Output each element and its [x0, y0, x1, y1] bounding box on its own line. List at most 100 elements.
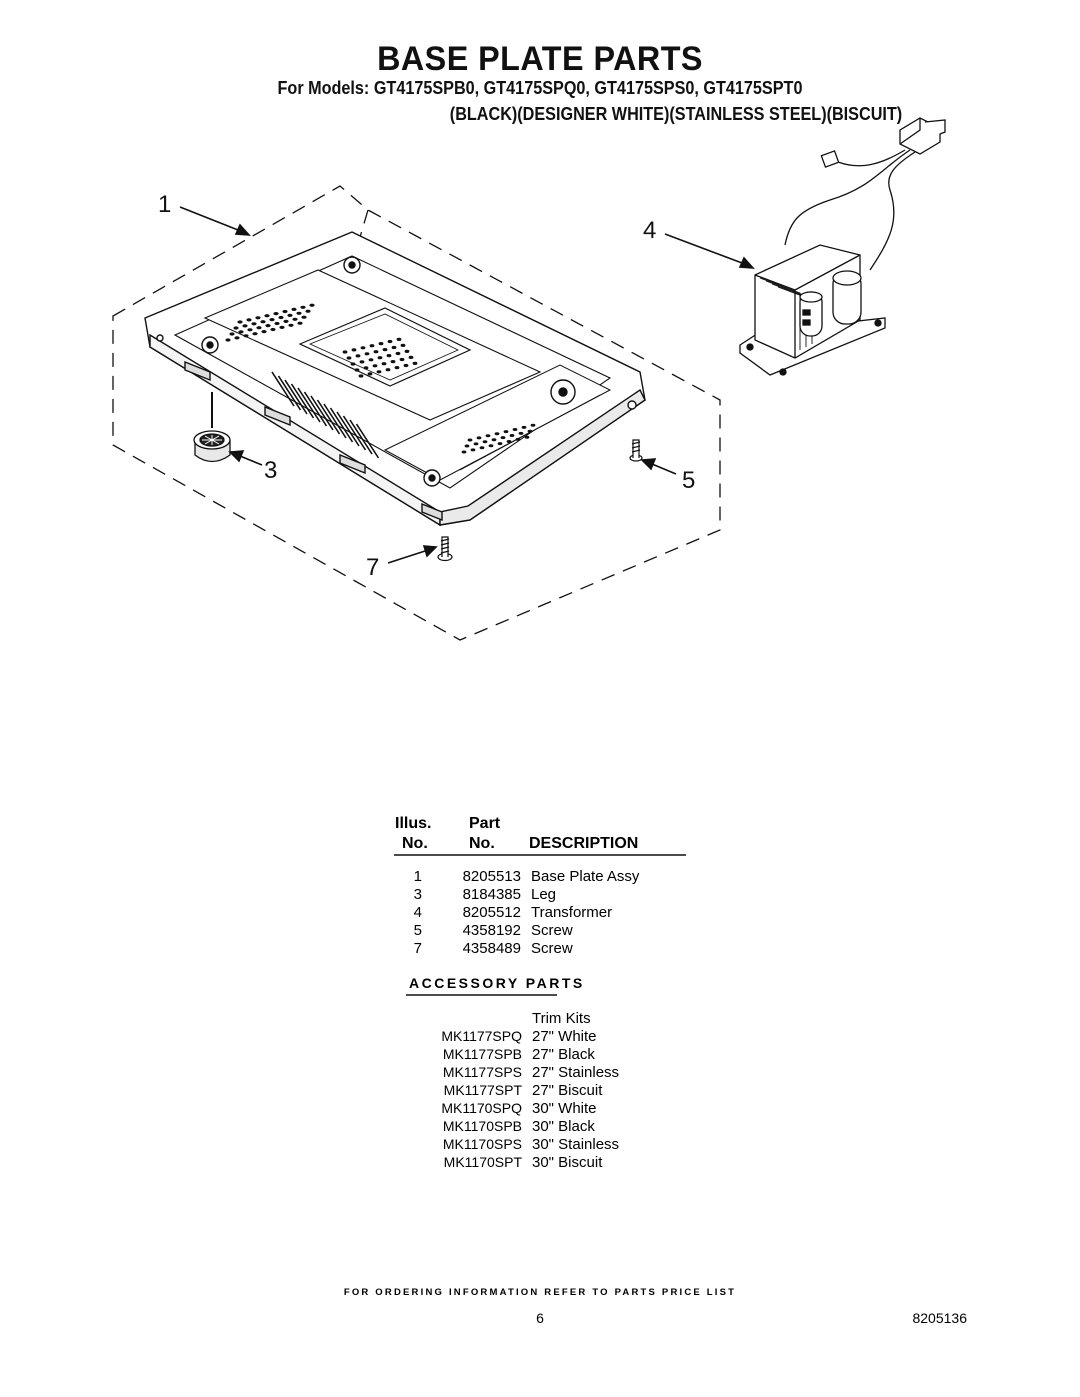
callout-5: 5	[682, 467, 695, 494]
perforation-dot	[288, 323, 294, 327]
vent-slot	[310, 395, 334, 431]
perforation-dot	[491, 438, 497, 442]
perforation-dot	[269, 318, 275, 322]
perforation-dot	[225, 338, 231, 342]
leg-illustration	[193, 392, 231, 463]
perforation-dot	[346, 356, 352, 360]
row-description: Screw	[531, 940, 573, 957]
perforation-dot	[342, 350, 348, 354]
vent-slot	[316, 399, 341, 435]
perforation-dot	[309, 303, 315, 307]
table-row: 3 8184385 Leg	[414, 886, 556, 903]
perforation-dot	[265, 324, 271, 328]
table-row: 4 8205512 Transformer	[414, 904, 612, 921]
callout-1: 1	[158, 191, 171, 218]
vent-slot	[297, 387, 321, 423]
perforation-dot	[367, 372, 373, 376]
list-item: MK1177SPT 27" Biscuit	[444, 1082, 604, 1099]
list-item: MK1170SPB 30" Black	[443, 1118, 595, 1135]
vent-slot	[329, 407, 354, 443]
perforation-dot	[273, 312, 279, 316]
perforation-dot	[512, 428, 518, 431]
table-row: 5 4358192 Screw	[414, 922, 573, 939]
perforation-dot	[296, 311, 302, 315]
perforation-dot	[382, 348, 388, 352]
transformer-illustration	[739, 117, 946, 376]
perforation-dot	[305, 309, 311, 313]
perforation-dot	[530, 423, 536, 427]
table-row: 1 8205513 Base Plate Assy	[414, 868, 640, 885]
parts-table-rows: 1 8205513 Base Plate Assy 3 8184385 Leg …	[414, 868, 640, 957]
accessory-code: MK1170SPB	[443, 1118, 522, 1134]
base-plate-illustration	[144, 231, 646, 527]
screw-7-illustration	[437, 536, 453, 562]
accessory-code: MK1177SPT	[444, 1082, 523, 1098]
perforation-dot	[274, 321, 280, 326]
accessory-code: MK1177SPB	[443, 1046, 522, 1062]
perforation-dot	[255, 316, 261, 320]
accessory-list: MK1177SPQ 27" White MK1177SPB 27" Black …	[441, 1028, 619, 1171]
perforation-dot	[270, 327, 276, 332]
page-number: 6	[536, 1310, 544, 1326]
row-description: Leg	[531, 886, 556, 903]
perforation-dot	[364, 352, 370, 356]
list-item: MK1177SPQ 27" White	[441, 1028, 596, 1045]
perforation-dot	[242, 324, 248, 328]
vent-slot	[349, 419, 373, 455]
perforation-dot	[283, 319, 289, 323]
vent-slot	[355, 423, 380, 459]
perforation-dot	[488, 444, 494, 448]
perforation-dot	[238, 330, 244, 334]
perforation-dot	[377, 356, 383, 360]
perforation-dot	[403, 363, 409, 368]
vent-slot	[277, 375, 302, 411]
table-header-part: Part	[469, 815, 501, 832]
perforation-dot	[300, 305, 306, 309]
perforation-dot	[497, 442, 503, 446]
perforation-dot	[301, 315, 307, 319]
perforation-dot	[476, 436, 482, 440]
perforation-dot	[521, 425, 527, 429]
perforations	[225, 303, 536, 454]
accessory-title: ACCESSORY PARTS	[409, 975, 585, 991]
perforation-dot	[369, 344, 375, 348]
perforation-dot	[360, 346, 366, 350]
perforation-dot	[282, 309, 288, 314]
perforation-dot	[373, 350, 379, 354]
perforation-dot	[479, 446, 485, 450]
vent-slot	[290, 383, 315, 419]
perforation-dot	[464, 444, 470, 448]
perforation-dot	[381, 362, 387, 366]
perforation-dot	[391, 345, 397, 350]
perforation-dot	[261, 330, 267, 334]
row-illus: 3	[414, 886, 422, 903]
perforation-dot	[260, 320, 266, 324]
row-illus: 1	[414, 868, 422, 885]
page-title: BASE PLATE PARTS	[377, 40, 703, 78]
perforation-dot	[291, 307, 297, 311]
vent-slot	[271, 371, 295, 407]
perforation-dot	[351, 348, 357, 352]
perforation-dot	[264, 314, 270, 318]
accessory-code: MK1170SPQ	[441, 1100, 522, 1116]
accessory-description: 27" Stainless	[532, 1064, 619, 1081]
ordering-note: FOR ORDERING INFORMATION REFER TO PARTS …	[344, 1287, 736, 1298]
perforation-dot	[461, 450, 467, 454]
perforation-dot	[470, 448, 476, 452]
table-header-part-no: No.	[469, 835, 495, 852]
vent-slot	[342, 415, 367, 451]
perforation-dot	[292, 317, 298, 321]
perforation-dot	[386, 354, 392, 358]
list-item: MK1177SPB 27" Black	[443, 1046, 595, 1063]
row-part: 4358192	[463, 922, 521, 939]
accessory-description: 27" Biscuit	[532, 1082, 603, 1099]
perforation-dot	[509, 434, 515, 437]
perforation-dot	[408, 355, 414, 359]
perforation-dot	[354, 368, 360, 372]
accessory-description: 30" Biscuit	[532, 1154, 603, 1171]
accessory-description: 27" White	[532, 1028, 597, 1045]
perforation-dot	[390, 360, 396, 364]
perforation-dot	[256, 326, 262, 330]
perforation-dot	[500, 436, 506, 440]
